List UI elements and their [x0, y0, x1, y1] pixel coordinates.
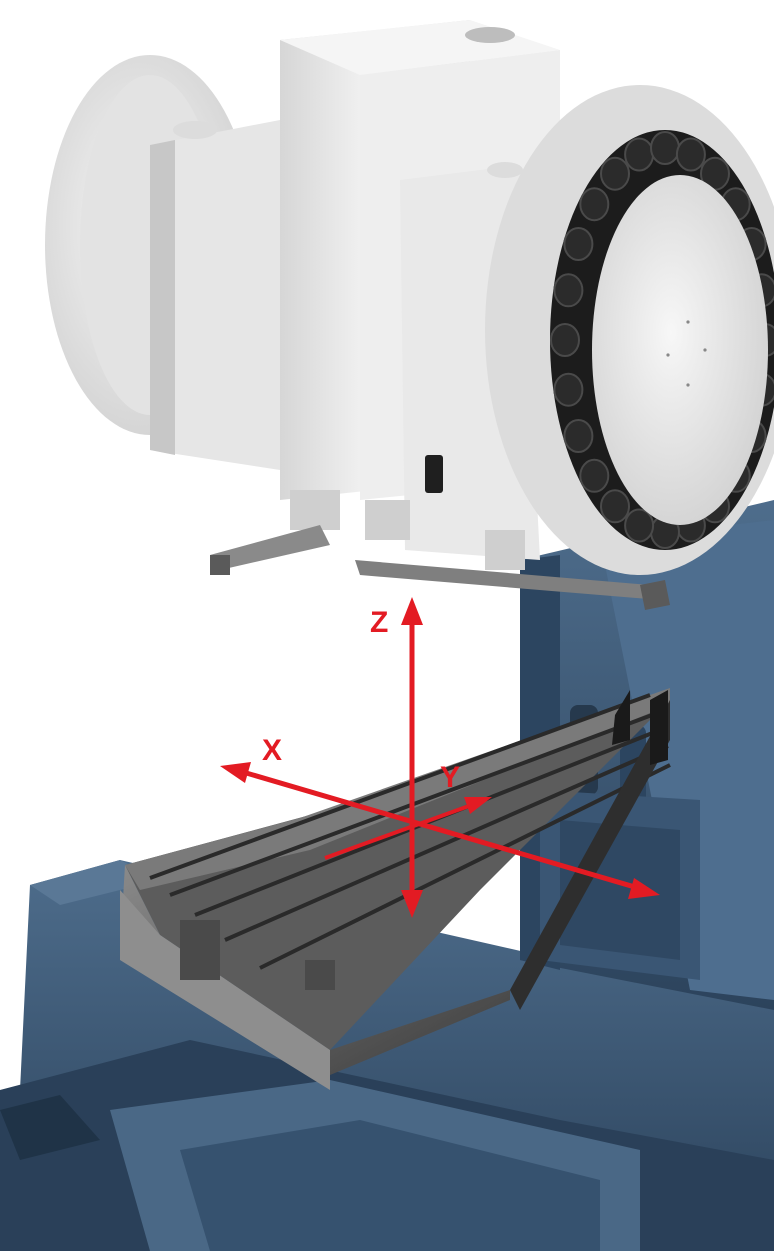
tool-pocket — [563, 227, 594, 261]
tool-changer-arms — [210, 490, 670, 610]
x-axis-line — [235, 767, 646, 893]
tool-pocket — [553, 372, 584, 407]
tool-pocket — [624, 508, 655, 543]
tool-pocket — [550, 323, 580, 357]
tool-magazine — [485, 85, 774, 575]
coordinate-axes: Z X Y — [220, 597, 660, 918]
z-axis-label: Z — [370, 606, 388, 639]
tool-pocket — [579, 458, 610, 493]
tool-pocket — [650, 131, 680, 165]
tool-pocket — [563, 419, 594, 453]
z-axis-arrowhead — [401, 597, 423, 625]
tool-pocket — [675, 137, 706, 172]
y-axis-arrowhead — [464, 797, 492, 814]
x-axis-label: X — [262, 734, 282, 767]
spindle-head — [45, 20, 560, 560]
tool-pocket — [579, 187, 610, 222]
work-table — [120, 688, 671, 1090]
x-axis-arrowhead-right — [628, 878, 660, 899]
tool-pocket — [600, 156, 630, 191]
y-axis-label: Y — [440, 761, 460, 794]
tool-pocket — [553, 273, 584, 308]
y-axis-line — [324, 800, 481, 860]
x-axis-arrowhead-left — [220, 762, 251, 783]
tool-pocket — [600, 489, 630, 524]
tool-pocket — [624, 137, 655, 172]
z-axis-down-arrowhead — [401, 890, 423, 918]
